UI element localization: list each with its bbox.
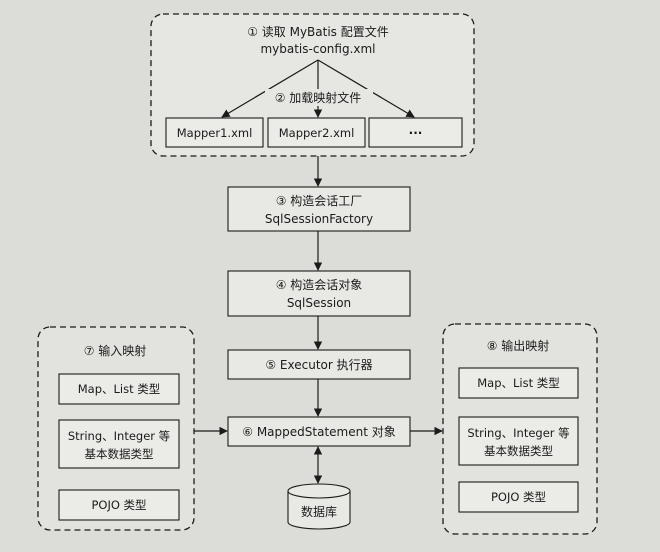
step6-box <box>227 416 411 447</box>
output-mapping-title: ⑧ 输出映射 <box>487 338 550 353</box>
step4-box <box>227 270 411 317</box>
input-mapping-title: ⑦ 输入映射 <box>84 343 147 358</box>
arrow-config-to-mapper1 <box>221 59 319 118</box>
output-pojo-box <box>458 481 579 513</box>
input-pojo-box <box>58 489 180 521</box>
input-map-list-label: Map、List 类型 <box>78 382 161 396</box>
output-basic-types-line2: 基本数据类型 <box>484 444 553 458</box>
input-map-list-box <box>58 373 180 405</box>
output-map-list-label: Map、List 类型 <box>477 376 560 390</box>
step5-box <box>227 349 411 380</box>
step6-label: ⑥ MappedStatement 对象 <box>242 425 395 439</box>
mapper1-label: Mapper1.xml <box>177 126 253 140</box>
arrow-config-to-mapper3 <box>317 59 415 118</box>
input-pojo-label: POJO 类型 <box>91 498 146 512</box>
mapper2-label: Mapper2.xml <box>279 126 355 140</box>
step1-label: ① 读取 MyBatis 配置文件 <box>247 24 389 39</box>
database-label: 数据库 <box>301 504 337 519</box>
mapper2-box <box>267 117 366 148</box>
input-basic-types-line2: 基本数据类型 <box>85 447 154 461</box>
step4-title: ④ 构造会话对象 <box>276 277 363 292</box>
mapper3-box <box>368 117 463 148</box>
database-icon <box>287 483 351 530</box>
mapper1-box <box>165 117 264 148</box>
input-basic-types-line1: String、Integer 等 <box>68 429 170 443</box>
config-file-name: mybatis-config.xml <box>260 42 375 56</box>
step2-label: ② 加载映射文件 <box>275 90 362 105</box>
output-pojo-label: POJO 类型 <box>491 490 546 504</box>
input-basic-types-box <box>58 419 180 469</box>
output-map-list-box <box>458 367 579 399</box>
step3-box <box>227 186 411 232</box>
mapper3-label: ··· <box>409 126 423 140</box>
step4-subtitle: SqlSession <box>287 296 351 310</box>
step2-label-background <box>265 89 373 106</box>
step5-label: ⑤ Executor 执行器 <box>265 358 372 372</box>
step3-title: ③ 构造会话工厂 <box>276 193 363 208</box>
step3-subtitle: SqlSessionFactory <box>265 212 373 226</box>
output-basic-types-box <box>458 416 579 466</box>
output-basic-types-line1: String、Integer 等 <box>467 426 569 440</box>
